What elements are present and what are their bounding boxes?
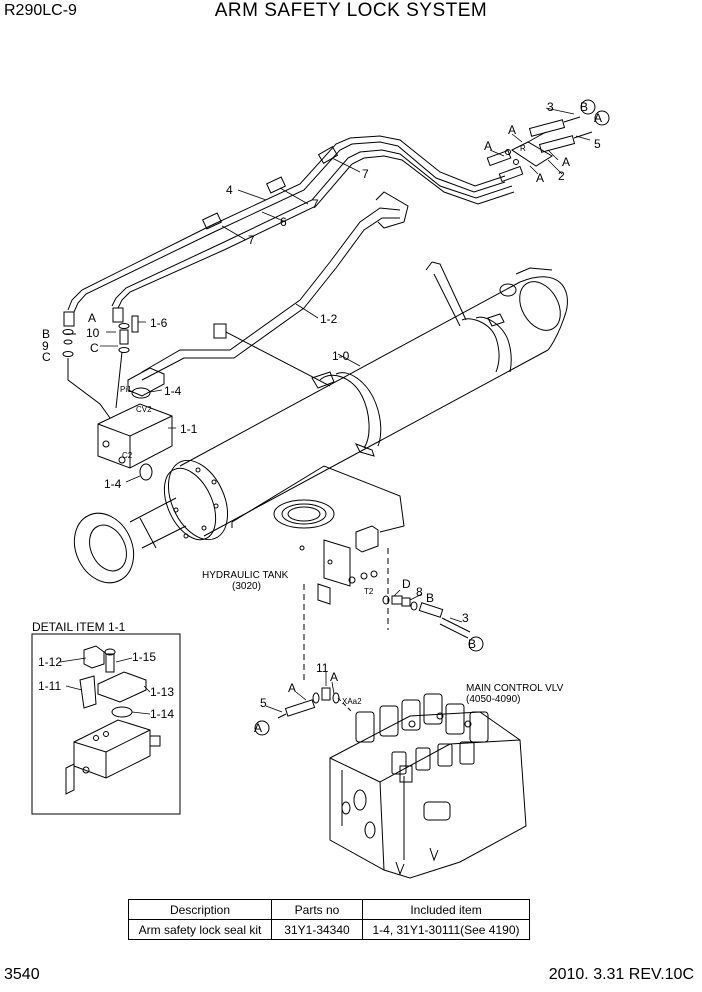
callout-1-15: 1-15 [132,650,156,664]
hose-bracket [505,116,593,167]
callout-1-12: 1-12 [38,655,62,669]
connector-label-d: D [402,577,411,591]
leader-lines [59,107,591,715]
pipe-1-2 [141,191,409,381]
mcv-fittings [277,687,353,719]
callout-1-2: 1-2 [320,312,338,326]
connector-b-circle [468,636,484,652]
hose-fitting [112,307,124,323]
callout-7: 7 [312,197,319,211]
pipe-clip [213,323,227,339]
page-number: 3540 [4,966,40,983]
callout-7: 7 [248,233,255,247]
connector-b-circle [580,99,596,115]
hose-clamp [265,176,287,194]
arm-cylinder-1-0 [73,261,568,584]
hose-bundle [63,135,524,327]
callout-3: 3 [462,611,469,625]
connector-label-a: A [288,681,296,695]
connector-a-circle [254,720,270,736]
safety-valve-1-1 [62,315,173,481]
captions: HYDRAULIC TANK (3020) MAIN CONTROL VLV (… [32,570,564,705]
port-mark-xaa2: XAa2 [342,697,362,706]
connector-label-c: C [90,341,99,355]
column-header-included-item: Included item [362,899,530,920]
connector-label-b: B [468,637,476,651]
caption-mcv-ref: (4050-4090) [466,694,520,705]
callout-1-11: 1-11 [38,679,61,693]
port-mark-c2: C2 [122,451,133,460]
connector-a-circle [594,110,610,126]
column-header-description: Description [128,899,272,920]
port-mark-r: R [520,144,526,153]
callout-9: 9 [42,339,49,353]
callout-1-13: 1-13 [150,685,174,699]
port-mark-cv2: CV2 [136,405,152,414]
hose-fitting [498,165,524,183]
connector-label-b: B [426,591,434,605]
port-mark-pi1: Pi1 [120,385,132,394]
hydraulic-tank [231,465,405,680]
caption-tank-ref: (3020) [232,581,261,592]
caption-detail-item: DETAIL ITEM 1-1 [32,620,126,634]
parts-table: Description Parts no Included item Arm s… [128,899,530,940]
callout-5: 5 [260,696,267,710]
table-row: Arm safety lock seal kit 31Y1-34340 1-4,… [128,919,530,940]
connector-label-a: A [562,155,570,169]
callout-7: 7 [362,167,369,181]
callout-labels: 1-0 1-1 1-2 1-4 1-4 1-6 2 3 3 4 5 5 6 7 … [38,100,602,735]
hose-clamp [317,145,339,165]
port-marks: Pi1 CV2 C2 T2 XAa2 R [120,144,526,706]
callout-3: 3 [547,100,554,114]
callout-1-4: 1-4 [164,384,182,398]
port-mark-t2: T2 [364,587,374,596]
connector-label-c: C [42,350,51,364]
connector-label-a: A [594,111,602,125]
callout-1-4: 1-4 [104,477,122,491]
table-header-row: Description Parts no Included item [128,899,530,920]
connector-label-a: A [484,139,492,153]
tank-fittings [382,595,471,639]
cell-included-item: 1-4, 31Y1-30111(See 4190) [362,919,530,940]
connector-label-a: A [254,721,262,735]
cell-parts-no: 31Y1-34340 [271,919,363,940]
callout-10: 10 [86,326,100,340]
callout-1-1: 1-1 [180,422,198,436]
callout-2: 2 [558,169,565,183]
connector-label-b: B [580,100,588,114]
model-number: R290LC-9 [4,2,77,19]
detail-item-1-1 [65,645,161,795]
page-title: ARM SAFETY LOCK SYSTEM [214,0,488,21]
callout-6: 6 [280,215,287,229]
caption-main-control-valve: MAIN CONTROL VLV [466,683,564,694]
connector-label-a: A [536,171,544,185]
connector-label-a: A [330,670,338,684]
callout-5: 5 [594,137,601,151]
connector-label-a: A [88,311,96,325]
main-control-valve [329,693,527,879]
callout-8: 8 [416,585,423,599]
cell-description: Arm safety lock seal kit [128,919,272,940]
caption-hydraulic-tank: HYDRAULIC TANK [202,570,289,581]
column-header-parts-no: Parts no [271,899,363,920]
connector-label-a: A [508,123,516,137]
hose-clamp [201,212,223,230]
callout-4: 4 [226,183,233,197]
detail-frame [31,633,181,815]
callout-1-0: 1-0 [332,349,350,363]
callout-11: 11 [316,661,329,675]
callout-1-14: 1-14 [150,707,174,721]
callout-1-6: 1-6 [150,316,168,330]
revision-date: 2010. 3.31 REV.10C [548,966,694,983]
hose-fitting [63,311,75,327]
connector-label-b: B [42,327,50,341]
